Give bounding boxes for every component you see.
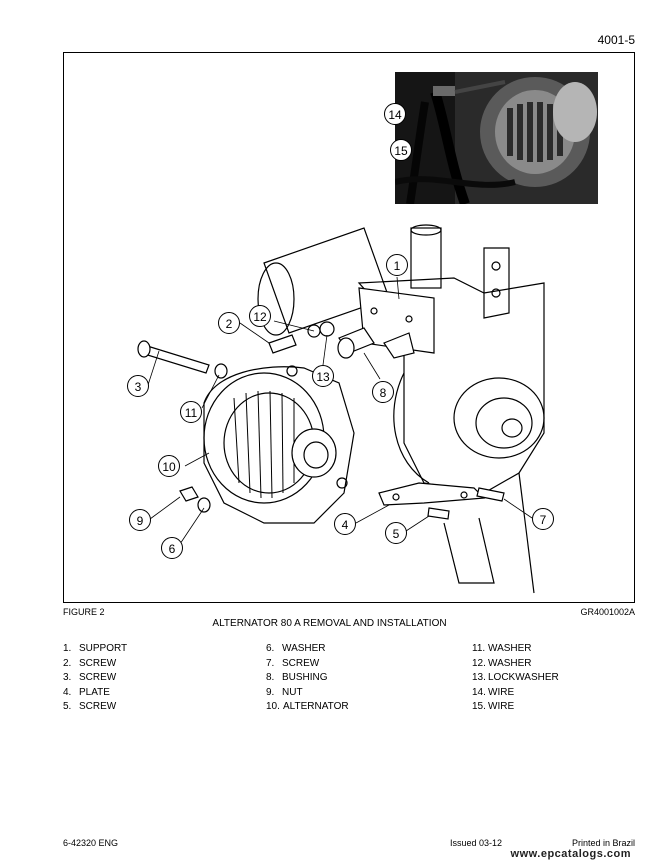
callout-1: 1 xyxy=(386,254,408,276)
figure-title: ALTERNATOR 80 A REMOVAL AND INSTALLATION xyxy=(212,618,447,629)
page-number: 4001-5 xyxy=(597,33,635,47)
legend-item: 8.BUSHING xyxy=(266,672,328,683)
callout-9: 9 xyxy=(129,509,151,531)
doc-number: 6-42320 ENG xyxy=(63,838,119,848)
exploded-view-drawing xyxy=(137,224,545,594)
legend-item: 1.SUPPORT xyxy=(63,643,128,654)
callout-13: 13 xyxy=(312,365,334,387)
callout-2: 2 xyxy=(218,312,240,334)
legend-column-3: 11.WASHER 12.WASHER 13.LOCKWASHER 14.WIR… xyxy=(472,642,559,715)
legend-item: 10.ALTERNATOR xyxy=(266,701,349,712)
legend-column-1: 1.SUPPORT 2.SCREW 3.SCREW 4.PLATE 5.SCRE… xyxy=(63,642,127,715)
legend-item: 9.NUT xyxy=(266,686,303,698)
figure-code: GR4001002A xyxy=(580,607,635,617)
legend-item: 7.SCREW xyxy=(266,657,320,669)
legend-item: 2.SCREW xyxy=(63,657,117,669)
watermark: www.epcatalogs.com xyxy=(510,848,631,860)
legend-item: 13.LOCKWASHER xyxy=(472,672,559,683)
legend-item: 4.PLATE xyxy=(63,686,110,698)
legend-item: 5.SCREW xyxy=(63,701,117,712)
printed-location: Printed in Brazil xyxy=(571,838,635,848)
issued-date: Issued 03-12 xyxy=(450,838,503,848)
legend-item: 11.WASHER xyxy=(472,643,532,654)
callout-14: 14 xyxy=(384,103,406,125)
legend-item: 12.WASHER xyxy=(472,657,532,669)
figure-label: FIGURE 2 xyxy=(63,607,105,617)
photo-inset xyxy=(395,72,598,204)
callout-3: 3 xyxy=(127,375,149,397)
callout-8: 8 xyxy=(372,381,394,403)
figure-frame xyxy=(63,52,635,603)
photo-illustration xyxy=(395,72,598,204)
legend-item: 14.WIRE xyxy=(472,686,515,698)
callout-11: 11 xyxy=(180,401,202,423)
callout-5: 5 xyxy=(385,522,407,544)
callout-15: 15 xyxy=(390,139,412,161)
legend-item: 3.SCREW xyxy=(63,672,117,683)
legend-item: 6.WASHER xyxy=(266,643,326,654)
legend-item: 15.WIRE xyxy=(472,701,515,712)
callout-12: 12 xyxy=(249,305,271,327)
callout-10: 10 xyxy=(158,455,180,477)
callout-6: 6 xyxy=(161,537,183,559)
callout-7: 7 xyxy=(532,508,554,530)
legend-column-2: 6.WASHER 7.SCREW 8.BUSHING 9.NUT 10.ALTE… xyxy=(266,642,349,715)
callout-4: 4 xyxy=(334,513,356,535)
